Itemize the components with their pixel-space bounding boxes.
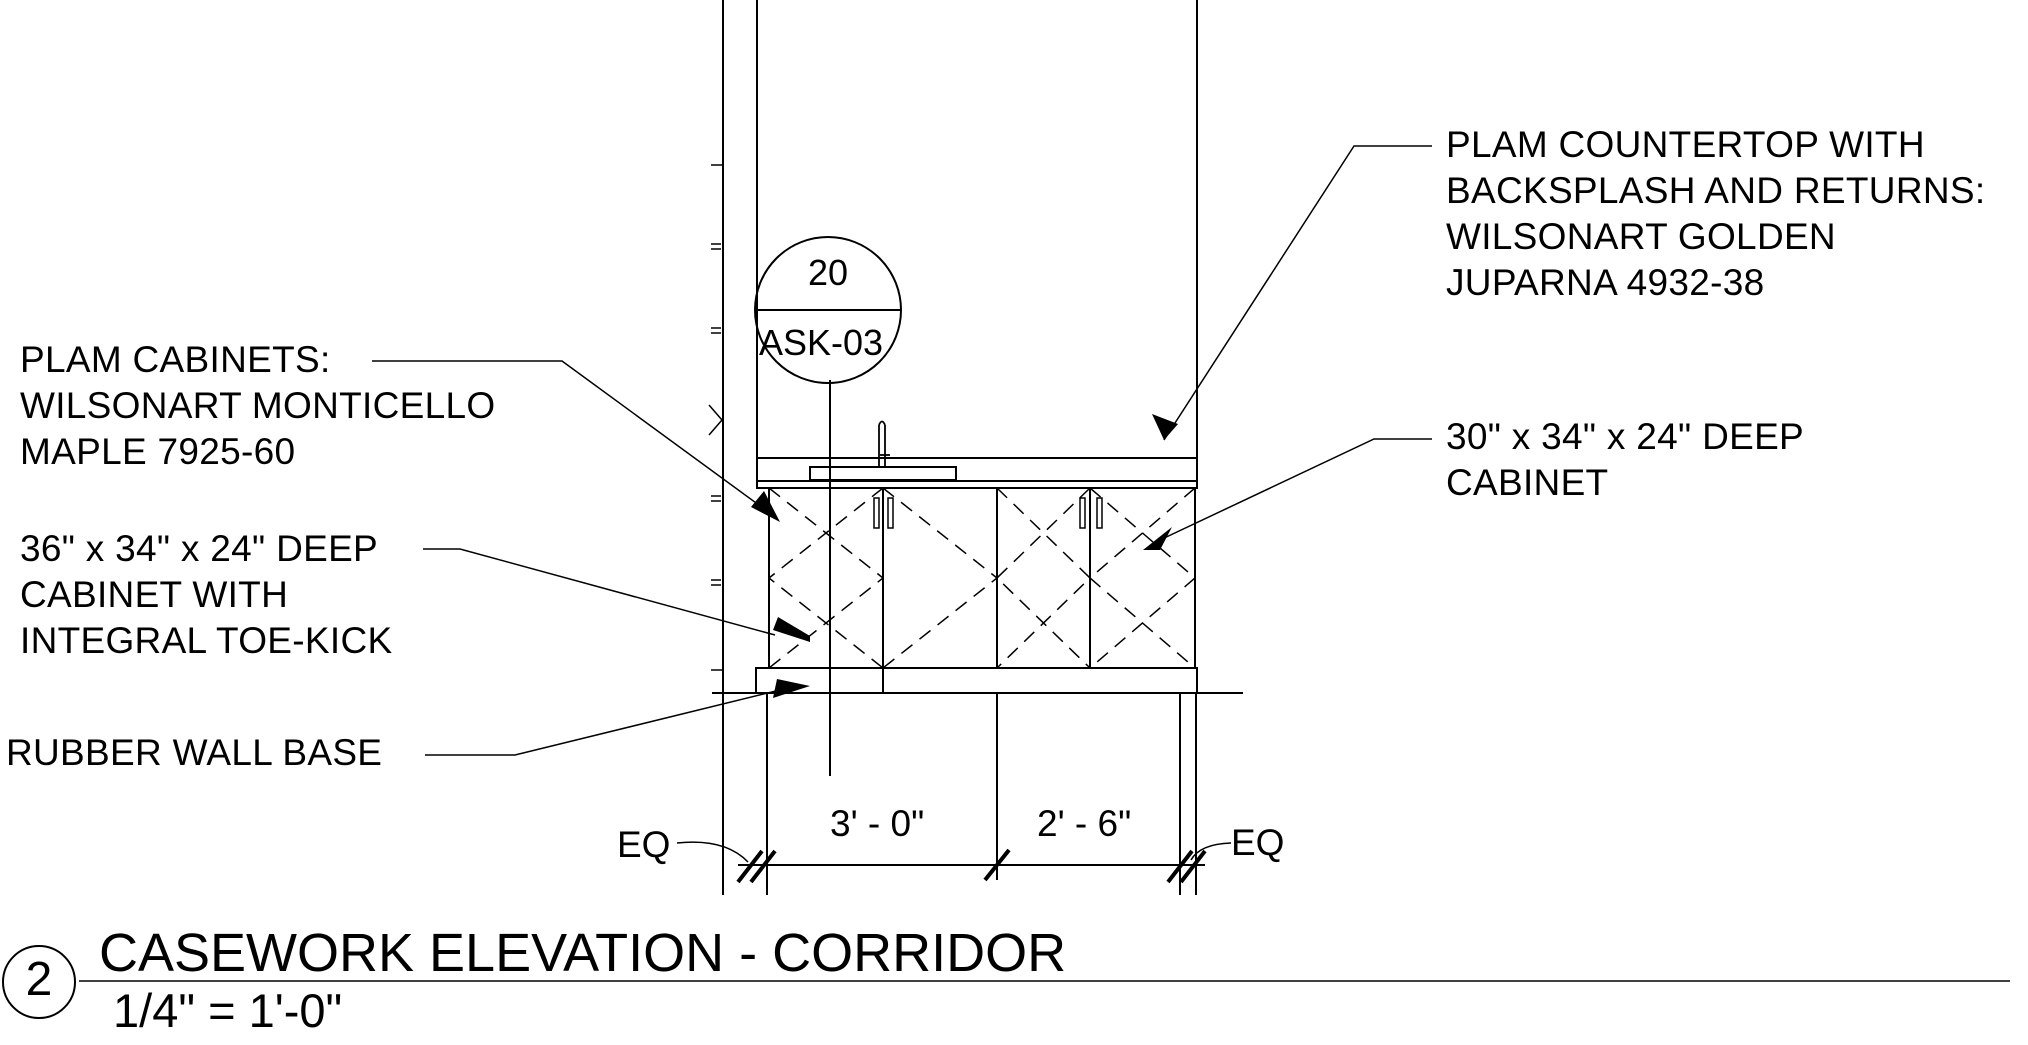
door-swing-lines xyxy=(767,487,1197,669)
cabinet-30-note-line: CABINET xyxy=(1446,462,1609,503)
cabinets-note-line: MAPLE 7925-60 xyxy=(20,431,296,472)
cabinet-30-note-line: 30" x 34" x 24" DEEP xyxy=(1446,416,1805,457)
wall-base-note-line: RUBBER WALL BASE xyxy=(6,732,383,773)
faucet xyxy=(878,420,890,467)
dimension-eq-right: EQ xyxy=(1231,822,1285,863)
detail-number-circle xyxy=(2,945,76,1019)
section-tag xyxy=(754,236,902,384)
countertop-note-line: BACKSPLASH AND RETURNS: xyxy=(1446,170,1986,211)
leader-arrowheads xyxy=(751,414,1178,698)
section-tag-number: 20 xyxy=(808,252,849,293)
drawing-scale: 1/4" = 1'-0" xyxy=(113,984,343,1037)
section-tag-sheet: ASK-03 xyxy=(759,322,884,363)
countertop-note-line: JUPARNA 4932-38 xyxy=(1446,262,1765,303)
cabinets-note-line: PLAM CABINETS: xyxy=(20,339,331,380)
cabinet-30-note: 30" x 34" x 24" DEEP CABINET xyxy=(1446,414,1804,506)
cabinet-30-leader xyxy=(1159,438,1432,541)
countertop-note-line: WILSONART GOLDEN xyxy=(1446,216,1836,257)
drawing-title: CASEWORK ELEVATION - CORRIDOR xyxy=(99,923,1067,983)
countertop-note-line: PLAM COUNTERTOP WITH xyxy=(1446,124,1925,165)
cabinet-36-note-line: CABINET WITH xyxy=(20,574,289,615)
toe-kick xyxy=(755,667,1198,694)
cabinet-36-leader xyxy=(423,548,776,636)
leader-lines xyxy=(372,145,1432,756)
cabinet-36-note-line: 36" x 34" x 24" DEEP xyxy=(20,528,379,569)
wall-base-note: RUBBER WALL BASE xyxy=(6,730,382,776)
detail-number: 2 xyxy=(25,953,53,1006)
base-cabinets xyxy=(768,487,1196,669)
countertop xyxy=(756,457,1198,489)
countertop-note: PLAM COUNTERTOP WITH BACKSPLASH AND RETU… xyxy=(1446,122,1985,306)
wall-base-leader xyxy=(425,688,785,756)
wall-lines xyxy=(722,0,1198,895)
dimension-eq-left: EQ xyxy=(617,824,671,865)
cabinet-36-note: 36" x 34" x 24" DEEP CABINET WITH INTEGR… xyxy=(20,526,392,664)
wall-tick-marks xyxy=(708,164,723,671)
cabinets-note: PLAM CABINETS: WILSONART MONTICELLO MAPL… xyxy=(20,337,495,475)
dimension-left: 3' - 0" xyxy=(830,803,925,844)
countertop-leader xyxy=(1163,145,1432,441)
dimension-right: 2' - 6" xyxy=(1037,803,1132,844)
cabinets-note-line: WILSONART MONTICELLO xyxy=(20,385,496,426)
cabinet-36-note-line: INTEGRAL TOE-KICK xyxy=(20,620,393,661)
cabinets-leader xyxy=(372,360,764,509)
dimension-string xyxy=(676,841,1232,884)
